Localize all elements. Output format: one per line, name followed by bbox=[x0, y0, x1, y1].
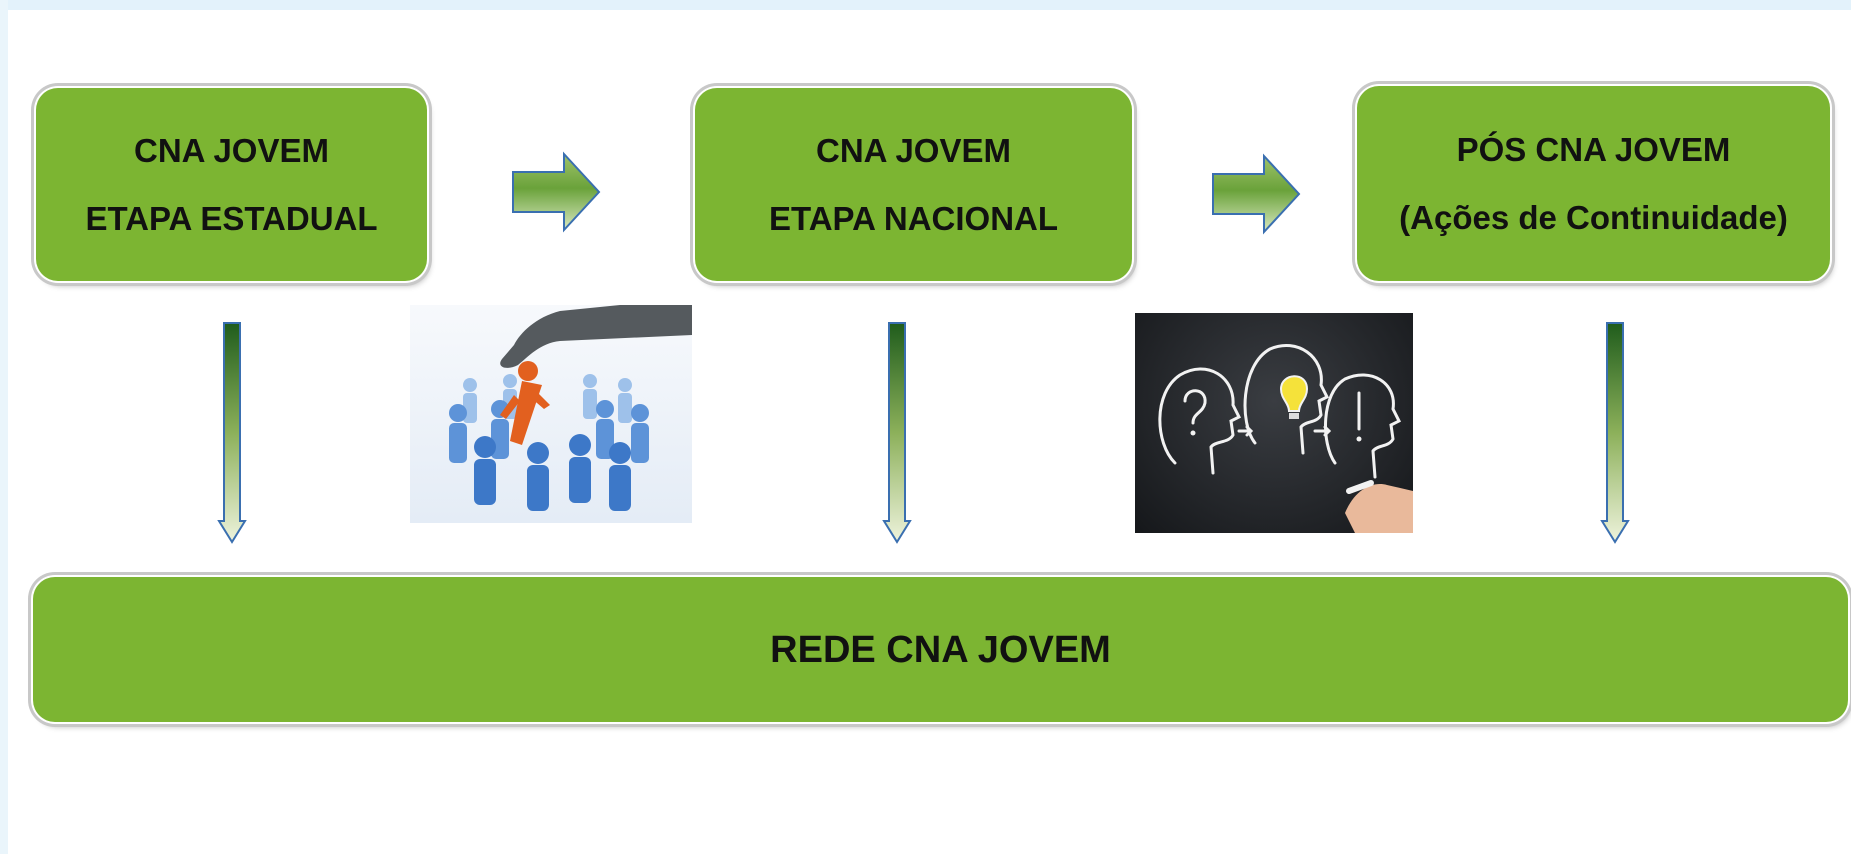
stage-subtitle: (Ações de Continuidade) bbox=[1399, 198, 1788, 236]
stage-box-nacional: CNA JOVEM ETAPA NACIONAL bbox=[695, 88, 1132, 281]
stage-box-pos: PÓS CNA JOVEM (Ações de Continuidade) bbox=[1357, 86, 1830, 281]
down-arrow-icon bbox=[1600, 322, 1630, 544]
stage-title: PÓS CNA JOVEM bbox=[1456, 130, 1731, 168]
network-label: REDE CNA JOVEM bbox=[770, 628, 1111, 671]
stage-title: CNA JOVEM bbox=[134, 131, 329, 169]
right-arrow-icon bbox=[1212, 153, 1301, 235]
down-arrow-icon bbox=[882, 322, 912, 544]
stage-subtitle: ETAPA NACIONAL bbox=[768, 199, 1059, 237]
stage-subtitle: ETAPA ESTADUAL bbox=[85, 199, 378, 237]
stage-box-estadual: CNA JOVEM ETAPA ESTADUAL bbox=[36, 88, 427, 281]
left-band bbox=[0, 0, 8, 854]
stage-title: CNA JOVEM bbox=[816, 131, 1011, 169]
top-band bbox=[0, 0, 1851, 10]
down-arrow-icon bbox=[217, 322, 247, 544]
right-arrow-icon bbox=[512, 151, 601, 233]
selection-hand-people-icon bbox=[410, 305, 692, 523]
idea-heads-chalkboard-icon bbox=[1135, 313, 1413, 533]
network-box: REDE CNA JOVEM bbox=[33, 577, 1848, 722]
